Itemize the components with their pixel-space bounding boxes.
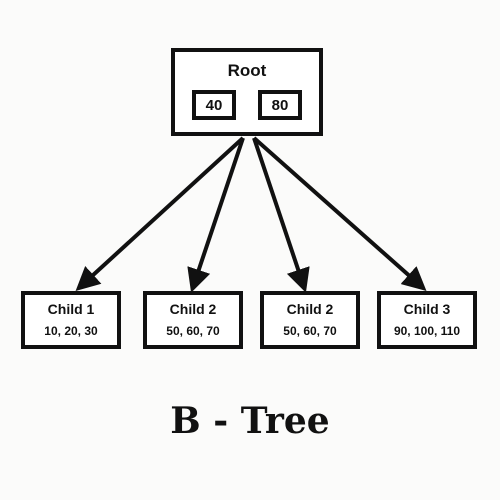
root-key-1: 40 [192,90,236,120]
child-keys: 50, 60, 70 [166,324,220,338]
child-label: Child 3 [403,301,451,317]
diagram-caption: B - Tree [170,400,330,442]
child-keys: 10, 20, 30 [44,324,98,338]
root-title: Root [227,61,267,80]
child-keys: 90, 100, 110 [393,324,461,338]
edge-root-child-1 [75,136,245,292]
child-node-2: Child 2 50, 60, 70 [143,291,243,349]
child-node-3: Child 2 50, 60, 70 [260,291,360,349]
child-label: Child 1 [47,301,95,317]
child-node-1: Child 1 10, 20, 30 [21,291,121,349]
edge-root-child-4 [252,136,427,291]
edge-root-child-2 [187,137,245,293]
edge-root-child-3 [252,137,310,293]
child-label: Child 2 [169,301,217,317]
child-keys: 50, 60, 70 [283,324,337,338]
root-key-2: 80 [258,90,302,120]
child-label: Child 2 [286,301,334,317]
child-node-4: Child 3 90, 100, 110 [377,291,477,349]
root-node: Root 40 80 [171,48,323,136]
